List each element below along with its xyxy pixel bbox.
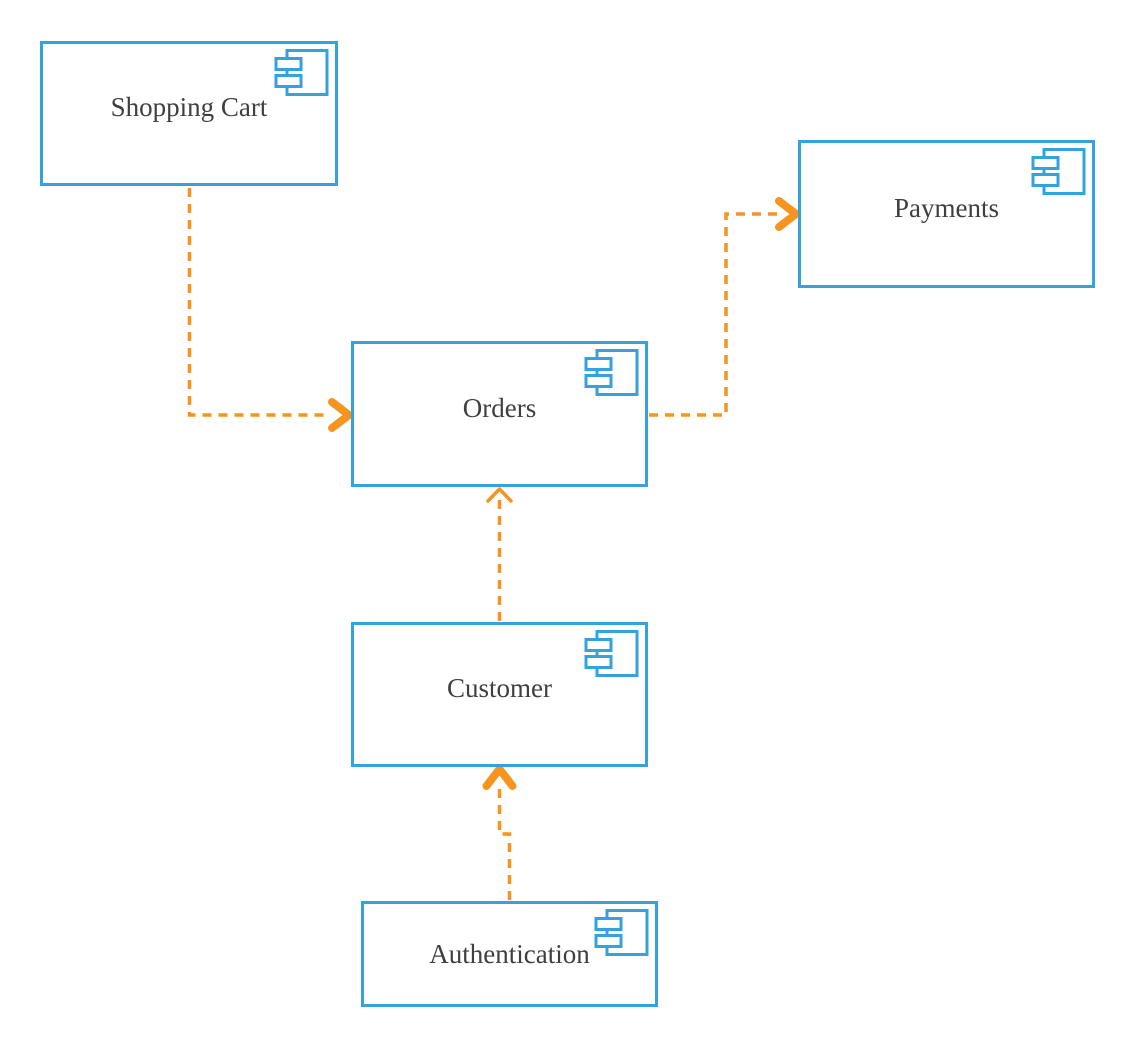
component-label: Shopping Cart — [110, 92, 268, 122]
connector-customer-to-orders[interactable] — [486, 487, 513, 621]
arrowhead-filled-chevron — [328, 398, 353, 432]
connector-shopping-cart-to-orders[interactable] — [187, 188, 353, 432]
connector-orders-to-payments[interactable] — [649, 197, 800, 417]
component-label: Customer — [447, 673, 552, 703]
arrowhead-open — [486, 487, 513, 503]
component-label: Orders — [462, 392, 537, 423]
uml-component-icon — [584, 630, 639, 677]
component-authentication[interactable]: Authentication — [361, 901, 658, 1007]
uml-component-icon — [274, 49, 329, 96]
arrowhead-filled-chevron — [775, 197, 800, 231]
component-label: Payments — [894, 192, 999, 223]
component-customer[interactable]: Customer — [351, 622, 648, 767]
component-orders[interactable]: Orders — [351, 341, 648, 487]
component-label: Authentication — [429, 938, 590, 969]
component-payments[interactable]: Payments — [798, 140, 1095, 288]
uml-component-icon — [584, 349, 639, 396]
arrowhead-filled-chevron — [482, 765, 517, 790]
component-shopping-cart[interactable]: Shopping Cart — [40, 41, 338, 186]
connector-authentication-to-customer[interactable] — [482, 765, 517, 900]
uml-component-icon — [594, 909, 649, 956]
uml-component-icon — [1031, 148, 1086, 195]
